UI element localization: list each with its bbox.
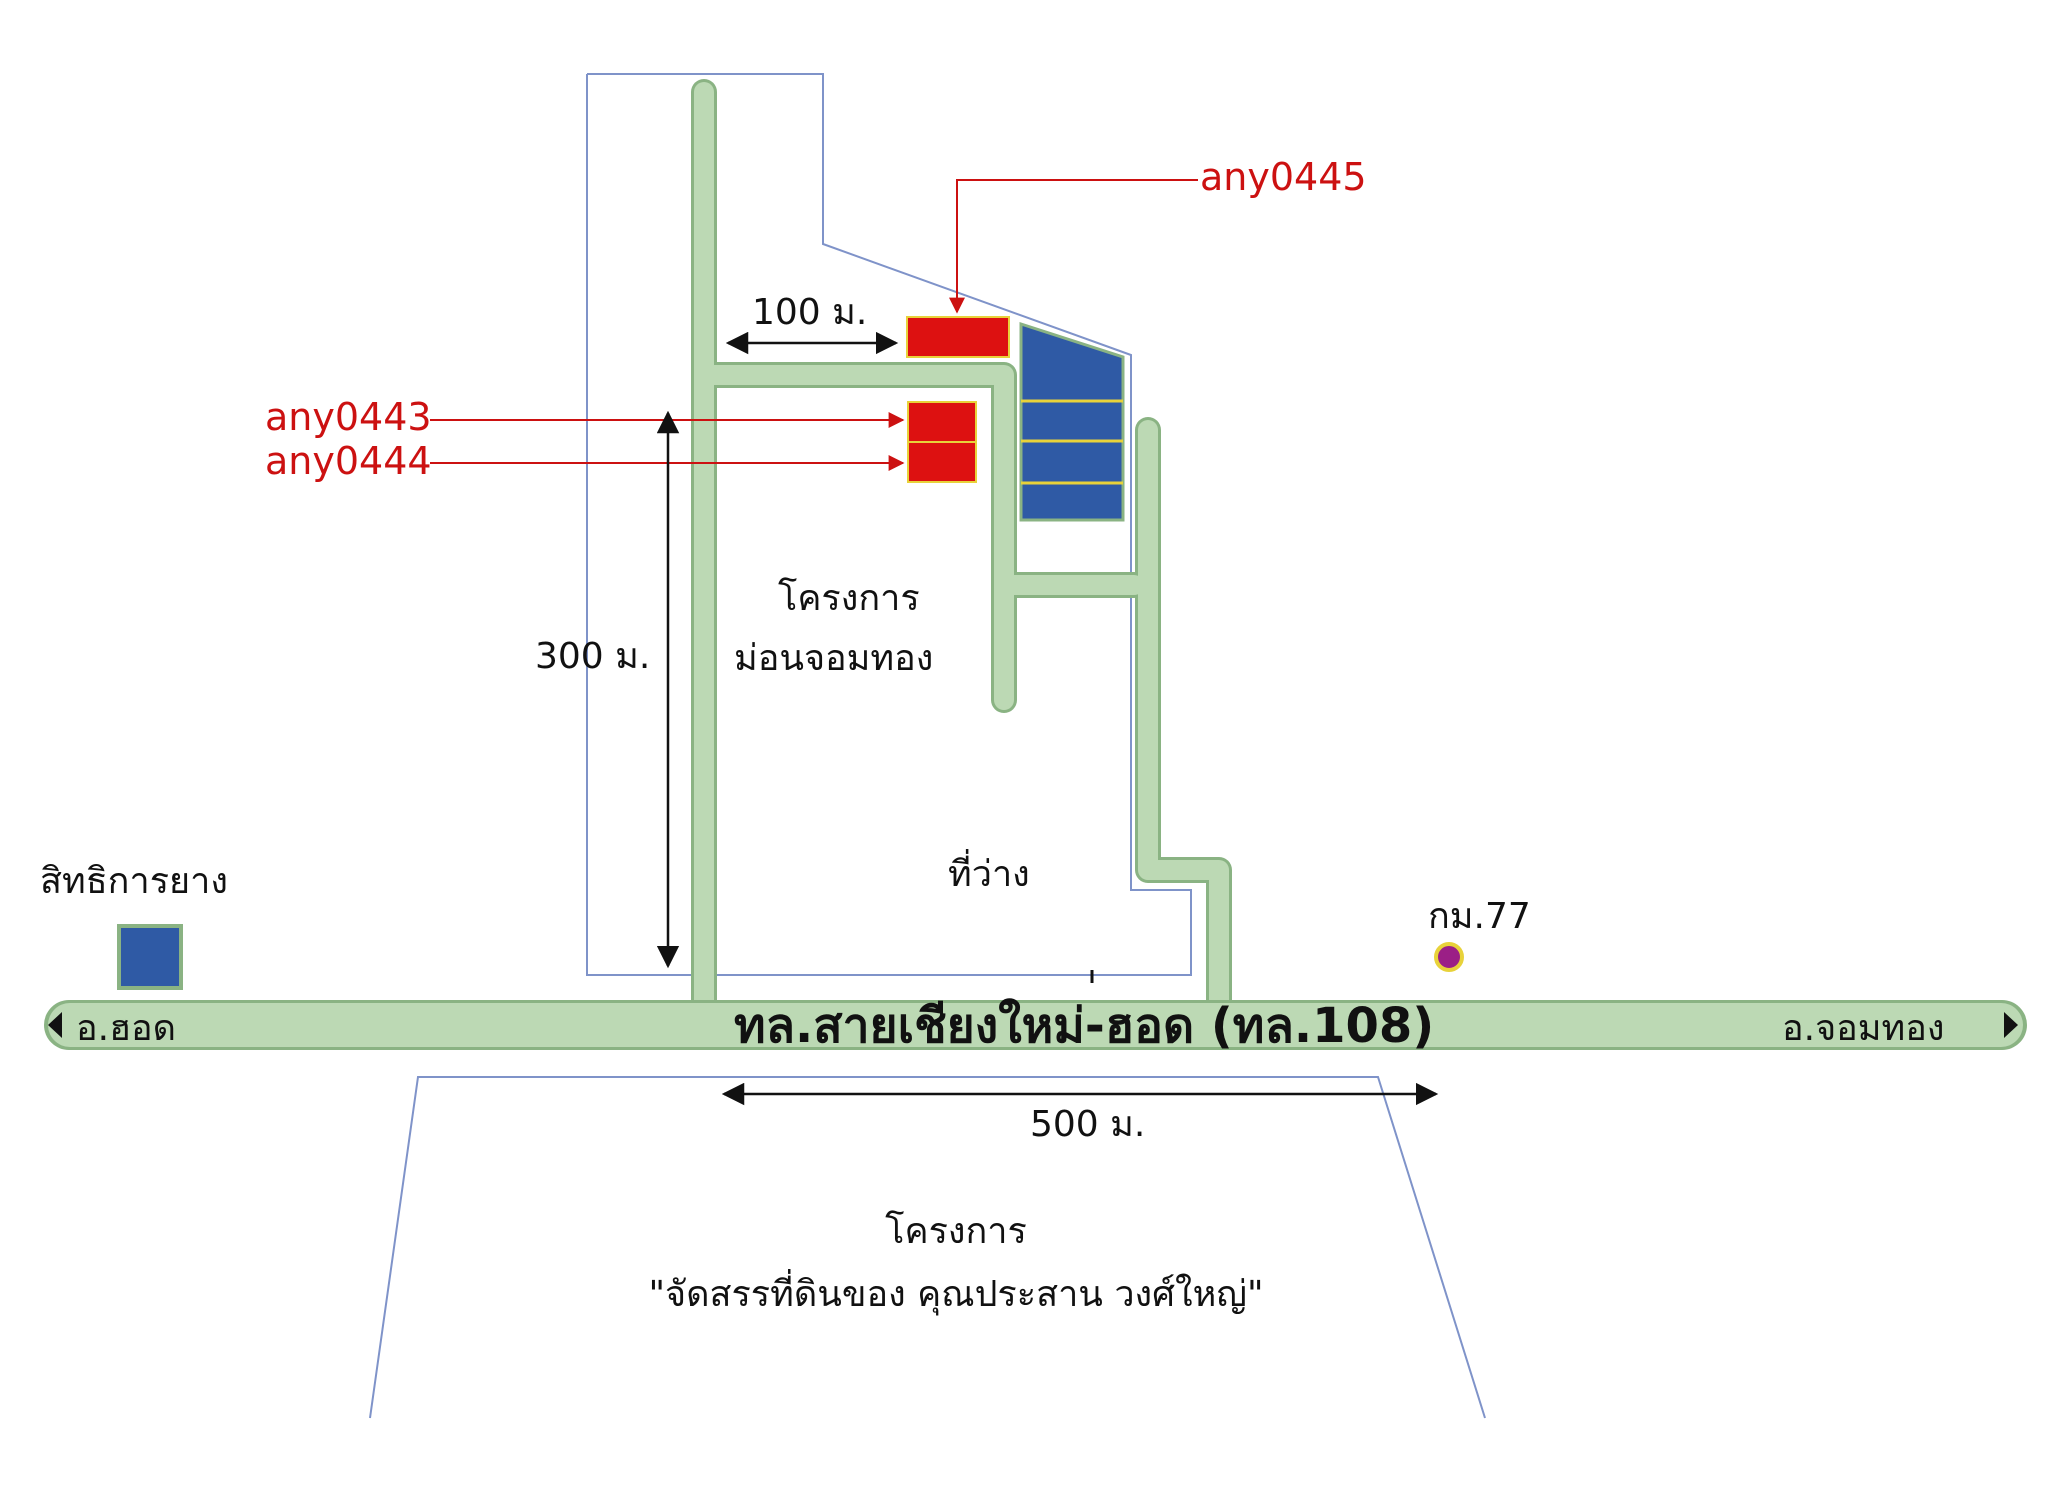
dimension-label-500m: 500 ม. (1030, 1104, 1145, 1145)
direction-right-label: อ.จอมทอง (1782, 1008, 1944, 1049)
direction-left-label: อ.ฮอด (76, 1008, 176, 1049)
south-project-line1: โครงการ (885, 1210, 1027, 1252)
north-project-boundary (586, 73, 1192, 976)
km-marker-label: กม.77 (1428, 896, 1531, 937)
dimension-label-300m: 300 ม. (535, 636, 650, 677)
right-arrow-icon (2004, 1012, 2018, 1038)
south-project-line2: "จัดสรรที่ดินของ คุณประสาน วงศ์ใหญ่" (648, 1269, 1263, 1316)
south-project-boundary (369, 1076, 1486, 1419)
rubber-rights-square-icon (117, 924, 183, 990)
left-arrow-icon (48, 1012, 62, 1038)
lot-label-any0443: any0443 (265, 395, 432, 439)
rubber-rights-label: สิทธิการยาง (40, 861, 228, 902)
lot-label-any0444: any0444 (265, 439, 432, 483)
lot-any0445[interactable] (906, 316, 1010, 358)
dimension-label-100m: 100 ม. (752, 292, 867, 333)
project-name-line1: โครงการ (778, 577, 920, 619)
lot-any0444[interactable] (907, 441, 977, 483)
km-marker-dot-icon (1434, 942, 1464, 972)
lot-any0443[interactable] (907, 401, 977, 443)
vacant-land-label: ที่ว่าง (948, 849, 1030, 895)
callout-line-any0445 (949, 179, 1198, 314)
highway-name-label: ทล.สายเชียงใหม่-ฮอด (ทล.108) (734, 997, 1434, 1054)
blue-lots (1019, 321, 1125, 522)
internal-roads (691, 79, 1232, 1021)
main-highway (44, 1000, 2027, 1050)
project-name-line2: ม่อนจอมทอง (734, 638, 933, 679)
lot-label-any0445: any0445 (1200, 155, 1367, 199)
